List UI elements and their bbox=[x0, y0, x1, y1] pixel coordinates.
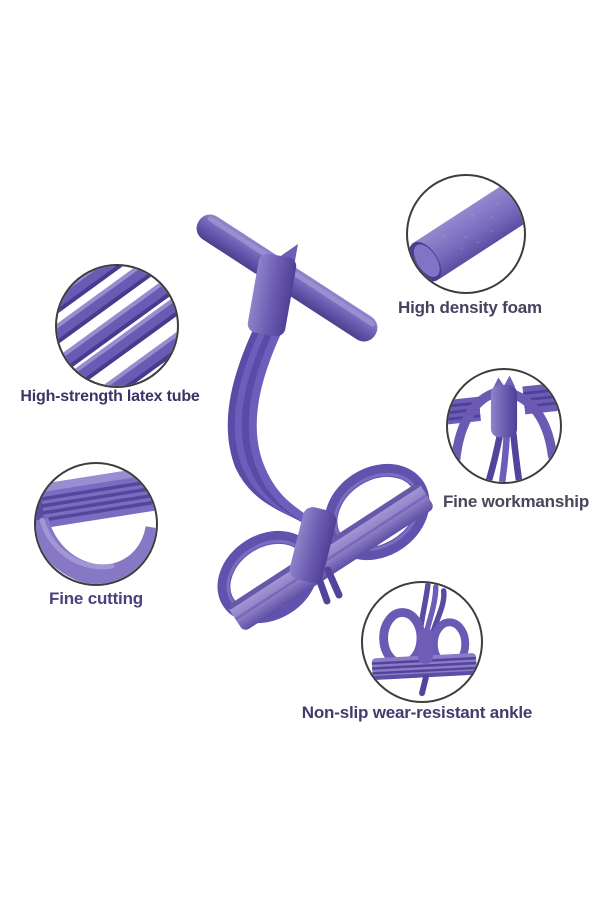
label-fine-workmanship: Fine workmanship bbox=[442, 492, 590, 511]
label-high-density-foam: High density foam bbox=[398, 298, 542, 317]
label-non-slip-ankle: Non-slip wear-resistant ankle bbox=[301, 703, 533, 722]
callout-circle-fine-cutting bbox=[34, 462, 158, 586]
callout-circle-high-density-foam bbox=[406, 174, 526, 294]
latex-tubes bbox=[227, 318, 320, 531]
callout-circle-fine-workmanship bbox=[446, 368, 562, 484]
label-high-strength-latex-tube: High-strength latex tube bbox=[20, 388, 200, 405]
tube-junction-closeup-icon bbox=[448, 375, 560, 482]
handle-connector-sleeve bbox=[247, 244, 298, 337]
callout-circle-non-slip-ankle bbox=[361, 581, 483, 703]
foam-cylinder-closeup-icon bbox=[409, 180, 524, 282]
label-fine-cutting: Fine cutting bbox=[49, 589, 143, 608]
pedal-connector-sleeve bbox=[289, 507, 337, 583]
callout-circle-latex-tube bbox=[55, 264, 179, 388]
pedal-assembly bbox=[217, 463, 433, 630]
latex-tubes-closeup-icon bbox=[57, 266, 177, 386]
pedal-assembly-closeup-icon bbox=[371, 583, 477, 697]
pedal-foam-cut-closeup-icon bbox=[36, 466, 156, 584]
